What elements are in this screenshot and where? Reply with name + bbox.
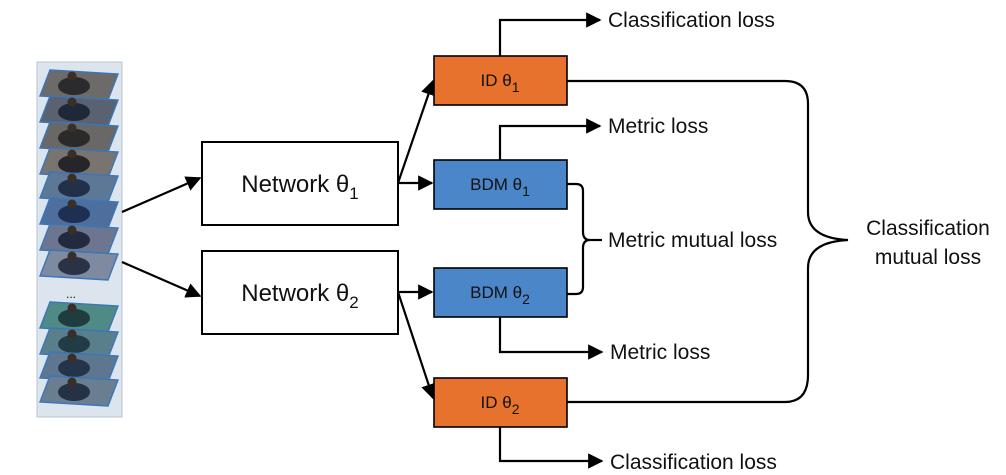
network-1-label: Network θ — [241, 171, 349, 198]
metric-mutual-bracket — [567, 182, 591, 296]
network-2-to-id-2-arrow — [396, 291, 436, 400]
classification-mutual-loss-label-line2: mutual loss — [875, 246, 981, 269]
metric-loss-bottom-label: Metric loss — [610, 341, 710, 364]
svg-text:BDM θ1: BDM θ1 — [470, 175, 530, 199]
id-head-1-subscript: 1 — [512, 79, 520, 95]
network-2-label: Network θ — [241, 280, 349, 307]
classification-loss-top-label: Classification loss — [608, 9, 775, 32]
image-card — [39, 69, 119, 101]
svg-text:Network θ2: Network θ2 — [241, 280, 359, 312]
network-1-to-id-1-arrow — [396, 79, 436, 184]
classification-loss-bottom-arrow — [498, 427, 604, 469]
bdm-head-1-label: BDM θ — [470, 175, 522, 194]
id-head-1-box: ID θ1 — [433, 55, 568, 106]
bdm-head-2-label: BDM θ — [470, 283, 522, 302]
image-card — [39, 327, 119, 359]
svg-text:BDM θ2: BDM θ2 — [470, 283, 530, 307]
id-head-2-subscript: 2 — [512, 401, 520, 417]
classification-mutual-brace — [567, 79, 849, 404]
network-2-box: Network θ2 — [201, 250, 399, 335]
network-1-box: Network θ1 — [201, 141, 399, 226]
classification-loss-top-arrow — [498, 12, 602, 56]
image-card — [39, 249, 119, 281]
input-to-network-1-arrow — [121, 176, 202, 214]
image-card — [39, 301, 119, 333]
bdm-head-2-subscript: 2 — [522, 291, 530, 307]
input-image-stack: ... — [36, 61, 123, 418]
id-head-2-box: ID θ2 — [433, 377, 568, 428]
classification-mutual-loss-label-line1: Classification — [866, 217, 990, 240]
id-head-1-label: ID θ — [481, 71, 512, 90]
network-1-subscript: 1 — [349, 184, 358, 203]
metric-loss-bottom-arrow — [498, 317, 604, 360]
bdm-head-1-subscript: 1 — [522, 183, 530, 199]
id-head-2-label: ID θ — [481, 393, 512, 412]
metric-loss-top-arrow — [498, 118, 602, 160]
image-card — [39, 375, 119, 407]
input-to-network-2-arrow — [121, 260, 202, 298]
metric-loss-top-label: Metric loss — [608, 115, 708, 138]
classification-loss-bottom-label: Classification loss — [610, 451, 777, 474]
metric-mutual-loss-label: Metric mutual loss — [608, 229, 777, 252]
svg-text:ID θ2: ID θ2 — [481, 393, 520, 417]
svg-text:ID θ1: ID θ1 — [481, 71, 520, 95]
image-card — [39, 121, 119, 153]
svg-text:Network θ1: Network θ1 — [241, 171, 359, 203]
network-2-subscript: 2 — [349, 293, 358, 312]
bdm-head-1-box: BDM θ1 — [433, 159, 568, 210]
bdm-head-2-box: BDM θ2 — [433, 267, 568, 318]
stack-ellipsis: ... — [66, 287, 76, 301]
image-card — [39, 223, 119, 255]
